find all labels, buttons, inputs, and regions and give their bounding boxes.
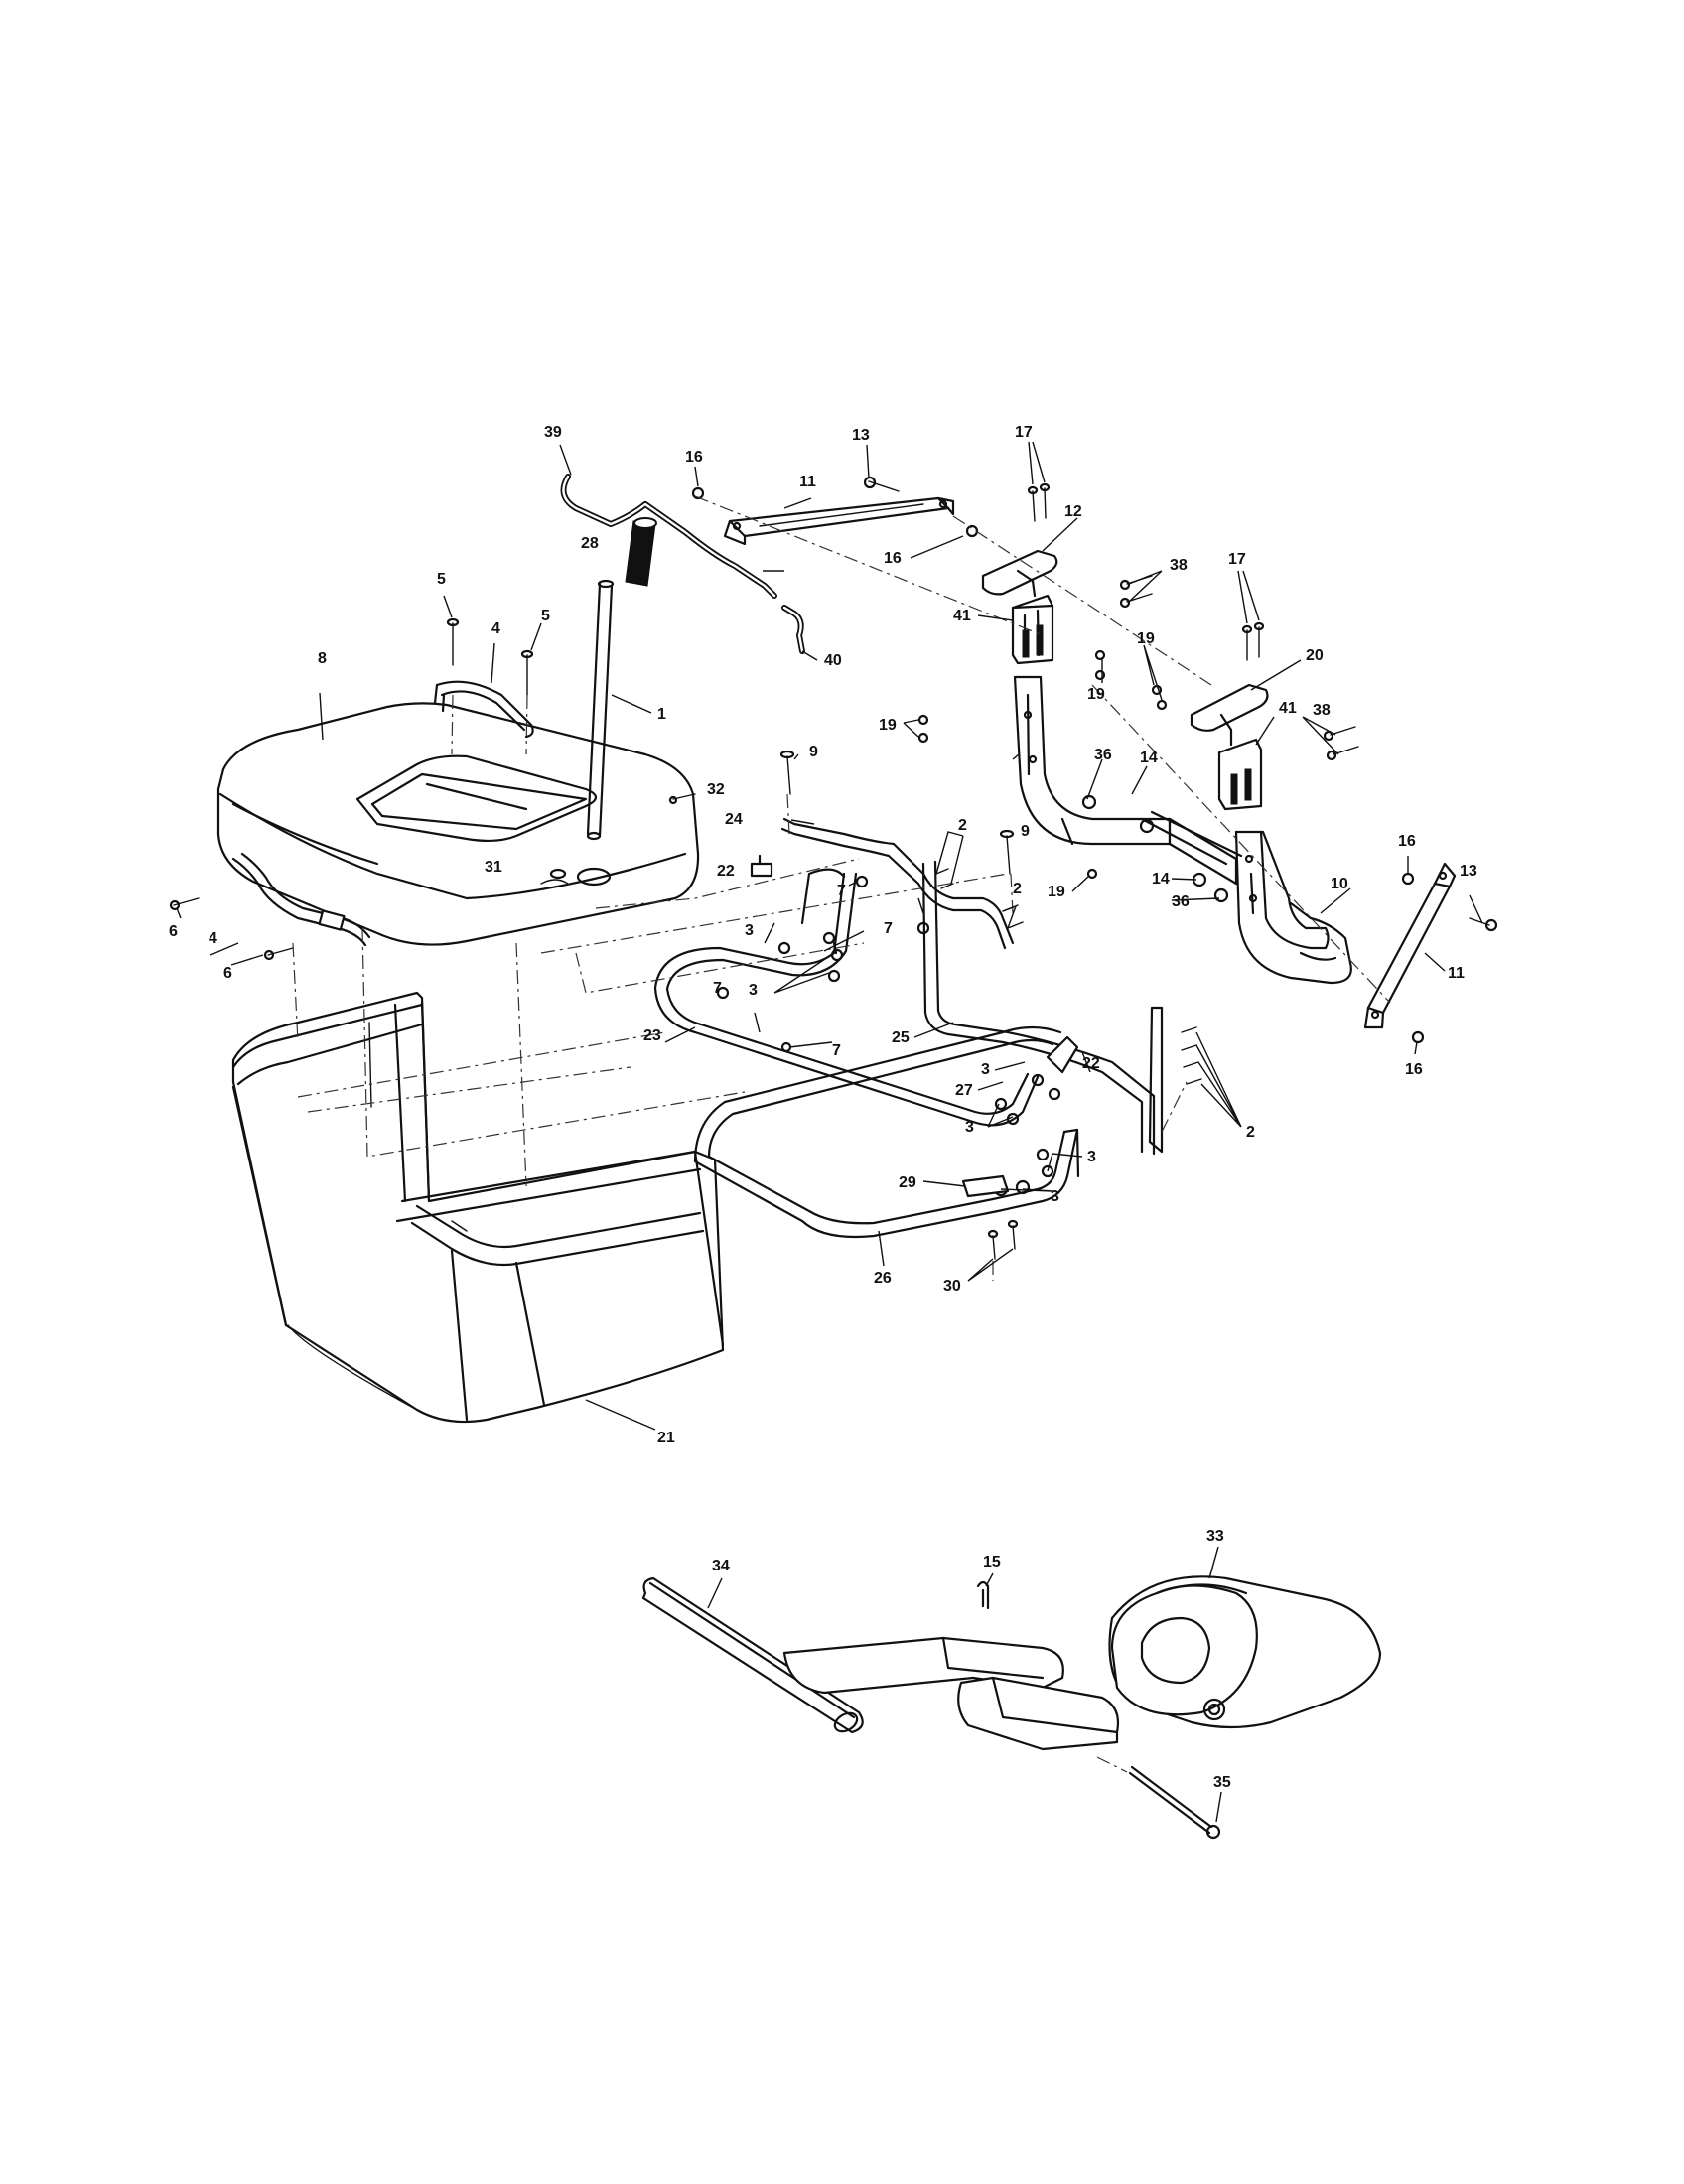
callout-3-c: 3 xyxy=(981,1061,990,1078)
hopper-lid xyxy=(216,702,700,946)
pin-31 xyxy=(549,868,567,880)
bracket-20 xyxy=(1190,683,1269,747)
frame-26 xyxy=(693,1025,1080,1239)
pin-35 xyxy=(1128,1765,1221,1840)
callout-13-a: 13 xyxy=(852,427,870,444)
callout-23: 23 xyxy=(643,1027,661,1044)
frame-24 xyxy=(780,817,1015,950)
callout-39: 39 xyxy=(544,424,562,441)
callout-40: 40 xyxy=(824,652,842,669)
callout-28: 28 xyxy=(581,535,599,552)
callout-3-d: 3 xyxy=(965,1119,974,1136)
handle-4-side xyxy=(231,852,371,947)
callout-9-a: 9 xyxy=(809,744,818,760)
callout-16-a: 16 xyxy=(685,449,703,466)
callout-36-a: 36 xyxy=(1094,747,1112,763)
callout-26: 26 xyxy=(874,1270,892,1287)
assembly-lines xyxy=(292,495,1391,1773)
bracket-11-top xyxy=(723,496,955,546)
callout-19-c: 19 xyxy=(879,717,897,734)
callout-17-b: 17 xyxy=(1228,551,1246,568)
pin-15 xyxy=(976,1580,990,1610)
callout-30: 30 xyxy=(943,1278,961,1295)
callout-5-a: 5 xyxy=(437,571,446,588)
callout-17-a: 17 xyxy=(1015,424,1033,441)
callout-19-d: 19 xyxy=(1048,884,1065,900)
callout-4-b: 4 xyxy=(209,930,217,947)
callout-22-a: 22 xyxy=(717,863,735,880)
callout-38-a: 38 xyxy=(1170,557,1188,574)
callout-2-c: 2 xyxy=(1246,1124,1255,1141)
callout-2-a: 2 xyxy=(958,817,967,834)
grass-bag xyxy=(231,991,725,1424)
frame-25 xyxy=(921,860,1164,1156)
callout-3-e: 3 xyxy=(1087,1149,1096,1165)
callout-1: 1 xyxy=(657,706,666,723)
callout-6-a: 6 xyxy=(169,923,178,940)
callout-36-b: 36 xyxy=(1172,893,1190,910)
clip-22-right xyxy=(1046,1035,1079,1074)
callout-13-b: 13 xyxy=(1460,863,1477,880)
callout-22-b: 22 xyxy=(1082,1055,1100,1072)
callout-14-a: 14 xyxy=(1140,750,1158,766)
callout-7-a: 7 xyxy=(837,883,846,899)
callout-3-b: 3 xyxy=(749,982,758,999)
callout-16-d: 16 xyxy=(1405,1061,1423,1078)
grip xyxy=(625,517,657,587)
callout-3-a: 3 xyxy=(745,922,754,939)
callout-7-d: 7 xyxy=(832,1042,841,1059)
callout-34: 34 xyxy=(712,1558,730,1574)
rod-39-40 xyxy=(560,474,805,654)
callout-7-b: 7 xyxy=(884,920,893,937)
callout-2-b: 2 xyxy=(1013,881,1022,897)
callout-11-b: 11 xyxy=(1448,965,1465,982)
callout-24: 24 xyxy=(725,811,743,828)
bracket-41-right xyxy=(1217,738,1263,811)
callout-25: 25 xyxy=(892,1029,910,1046)
callout-32: 32 xyxy=(707,781,725,798)
callout-27: 27 xyxy=(955,1082,973,1099)
tube-34 xyxy=(641,1576,864,1734)
callout-38-b: 38 xyxy=(1313,702,1331,719)
callout-4-a: 4 xyxy=(491,620,500,637)
callout-35: 35 xyxy=(1213,1774,1231,1791)
frame-23 xyxy=(653,868,1040,1127)
callout-15: 15 xyxy=(983,1554,1001,1570)
callouts: 39 28 40 1 16 11 13 16 17 12 38 41 17 19… xyxy=(169,424,1477,1791)
callout-16-c: 16 xyxy=(1398,833,1416,850)
hardware-nuts xyxy=(691,486,1425,1197)
callout-21: 21 xyxy=(657,1430,675,1446)
bracket-41-top xyxy=(1011,594,1054,665)
callout-19-a: 19 xyxy=(1137,630,1155,647)
plate-29 xyxy=(961,1174,1010,1198)
callout-41-a: 41 xyxy=(953,608,971,624)
callout-20: 20 xyxy=(1306,647,1324,664)
frame-10 xyxy=(1140,810,1352,985)
callout-11-a: 11 xyxy=(799,474,816,490)
callout-33: 33 xyxy=(1206,1528,1224,1545)
adapter-housing xyxy=(1108,1575,1382,1729)
callout-19-b: 19 xyxy=(1087,686,1105,703)
clip-22-left xyxy=(750,854,773,878)
callout-29: 29 xyxy=(899,1174,916,1191)
handle-4-top xyxy=(433,680,534,739)
callout-6-b: 6 xyxy=(223,965,232,982)
callout-12: 12 xyxy=(1064,503,1082,520)
callout-31: 31 xyxy=(485,859,502,876)
bracket-11-right xyxy=(1363,862,1457,1029)
callout-41-b: 41 xyxy=(1279,700,1297,717)
callout-7-c: 7 xyxy=(713,980,722,997)
callout-10: 10 xyxy=(1331,876,1348,892)
callout-16-b: 16 xyxy=(884,550,902,567)
chute-arm xyxy=(782,1636,1120,1751)
callout-3-f: 3 xyxy=(1051,1188,1059,1205)
callout-9-b: 9 xyxy=(1021,823,1030,840)
callout-8: 8 xyxy=(318,650,327,667)
bracket-12 xyxy=(981,549,1058,598)
center-tube xyxy=(586,579,615,841)
leader-lines xyxy=(176,441,1483,1823)
callout-5-b: 5 xyxy=(541,608,550,624)
callout-14-b: 14 xyxy=(1152,871,1170,887)
